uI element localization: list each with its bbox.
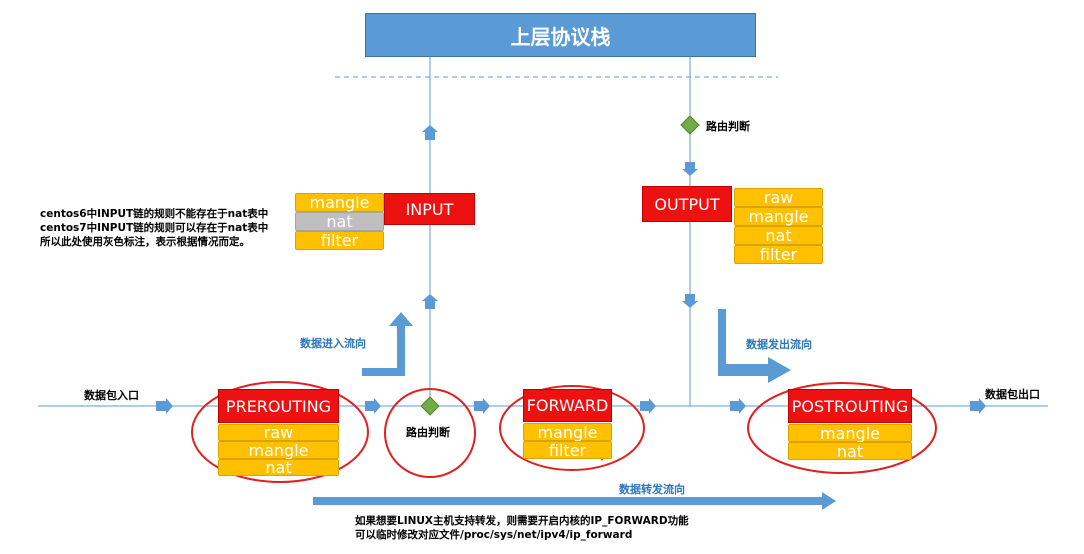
arrow-in-5 [730, 398, 746, 414]
forward-table-filter: filter [523, 441, 612, 460]
data-out-flow-arrow [718, 309, 791, 383]
input-note-line-3: 所以此处使用灰色标注，表示根据情况而定。 [40, 236, 250, 248]
routing-decision-circle [384, 388, 476, 478]
ip-forward-note: 如果想要LINUX主机支持转发，则需要开启内核的IP_FORWARD功能 可以临… [355, 514, 689, 542]
label-packet-out: 数据包出口 [985, 388, 1040, 401]
forward-note-line-1: 如果想要LINUX主机支持转发，则需要开启内核的IP_FORWARD功能 [355, 515, 689, 527]
input-table-mangle: mangle [295, 193, 384, 212]
arrow-in-1 [156, 398, 173, 414]
prerouting-table-mangle: mangle [218, 441, 339, 460]
input-table-nat: nat [295, 212, 384, 231]
input-note-line-1: centos6中INPUT链的规则不能存在于nat表中 [40, 208, 269, 220]
chain-postrouting: POSTROUTING [788, 389, 912, 423]
label-data-forward-flow: 数据转发流向 [619, 483, 685, 496]
forward-circle [499, 385, 645, 471]
arrow-up-input-bottom [422, 294, 438, 309]
arrow-in-4 [640, 398, 656, 414]
input-note-line-2: centos7中INPUT链的规则可以存在于nat表中 [40, 222, 269, 234]
output-table-filter: filter [734, 245, 823, 264]
postrouting-table-nat: nat [788, 442, 912, 461]
label-packet-in: 数据包入口 [84, 389, 139, 402]
arrow-up-input-top [422, 125, 438, 140]
arrow-in-3 [474, 398, 490, 414]
output-table-mangle: mangle [734, 207, 823, 226]
label-routing-decision-lower: 路由判断 [406, 426, 450, 439]
arrow-in-2 [365, 398, 381, 414]
arrow-down-output-top [682, 162, 698, 176]
label-routing-decision-upper: 路由判断 [706, 120, 750, 133]
output-table-nat: nat [734, 226, 823, 245]
prerouting-circle [191, 381, 369, 483]
upper-protocol-stack: 上层协议栈 [365, 13, 756, 57]
postrouting-circle [747, 382, 937, 474]
forward-note-line-2: 可以临时修改对应文件/proc/sys/net/ipv4/ip_forward [355, 529, 633, 541]
input-table-filter: filter [295, 231, 384, 250]
forward-table-mangle: mangle [523, 423, 612, 442]
postrouting-table-mangle: mangle [788, 424, 912, 443]
prerouting-table-nat: nat [218, 458, 339, 477]
chain-forward: FORWARD [523, 389, 612, 422]
chain-output: OUTPUT [642, 186, 732, 222]
prerouting-table-raw: raw [218, 423, 339, 442]
routing-decision-diamond-upper [680, 115, 700, 135]
chain-prerouting: PREROUTING [218, 389, 339, 423]
data-in-flow-arrow [362, 312, 413, 376]
label-data-in-flow: 数据进入流向 [300, 337, 366, 350]
chain-input: INPUT [384, 193, 475, 225]
routing-decision-diamond-lower [420, 396, 440, 416]
input-nat-note: centos6中INPUT链的规则不能存在于nat表中 centos7中INPU… [40, 207, 268, 249]
data-forward-flow-arrow [313, 492, 836, 510]
arrow-out-1 [970, 398, 986, 414]
label-data-out-flow: 数据发出流向 [746, 338, 812, 351]
arrow-down-output-bottom [682, 294, 698, 308]
output-table-raw: raw [734, 188, 823, 207]
